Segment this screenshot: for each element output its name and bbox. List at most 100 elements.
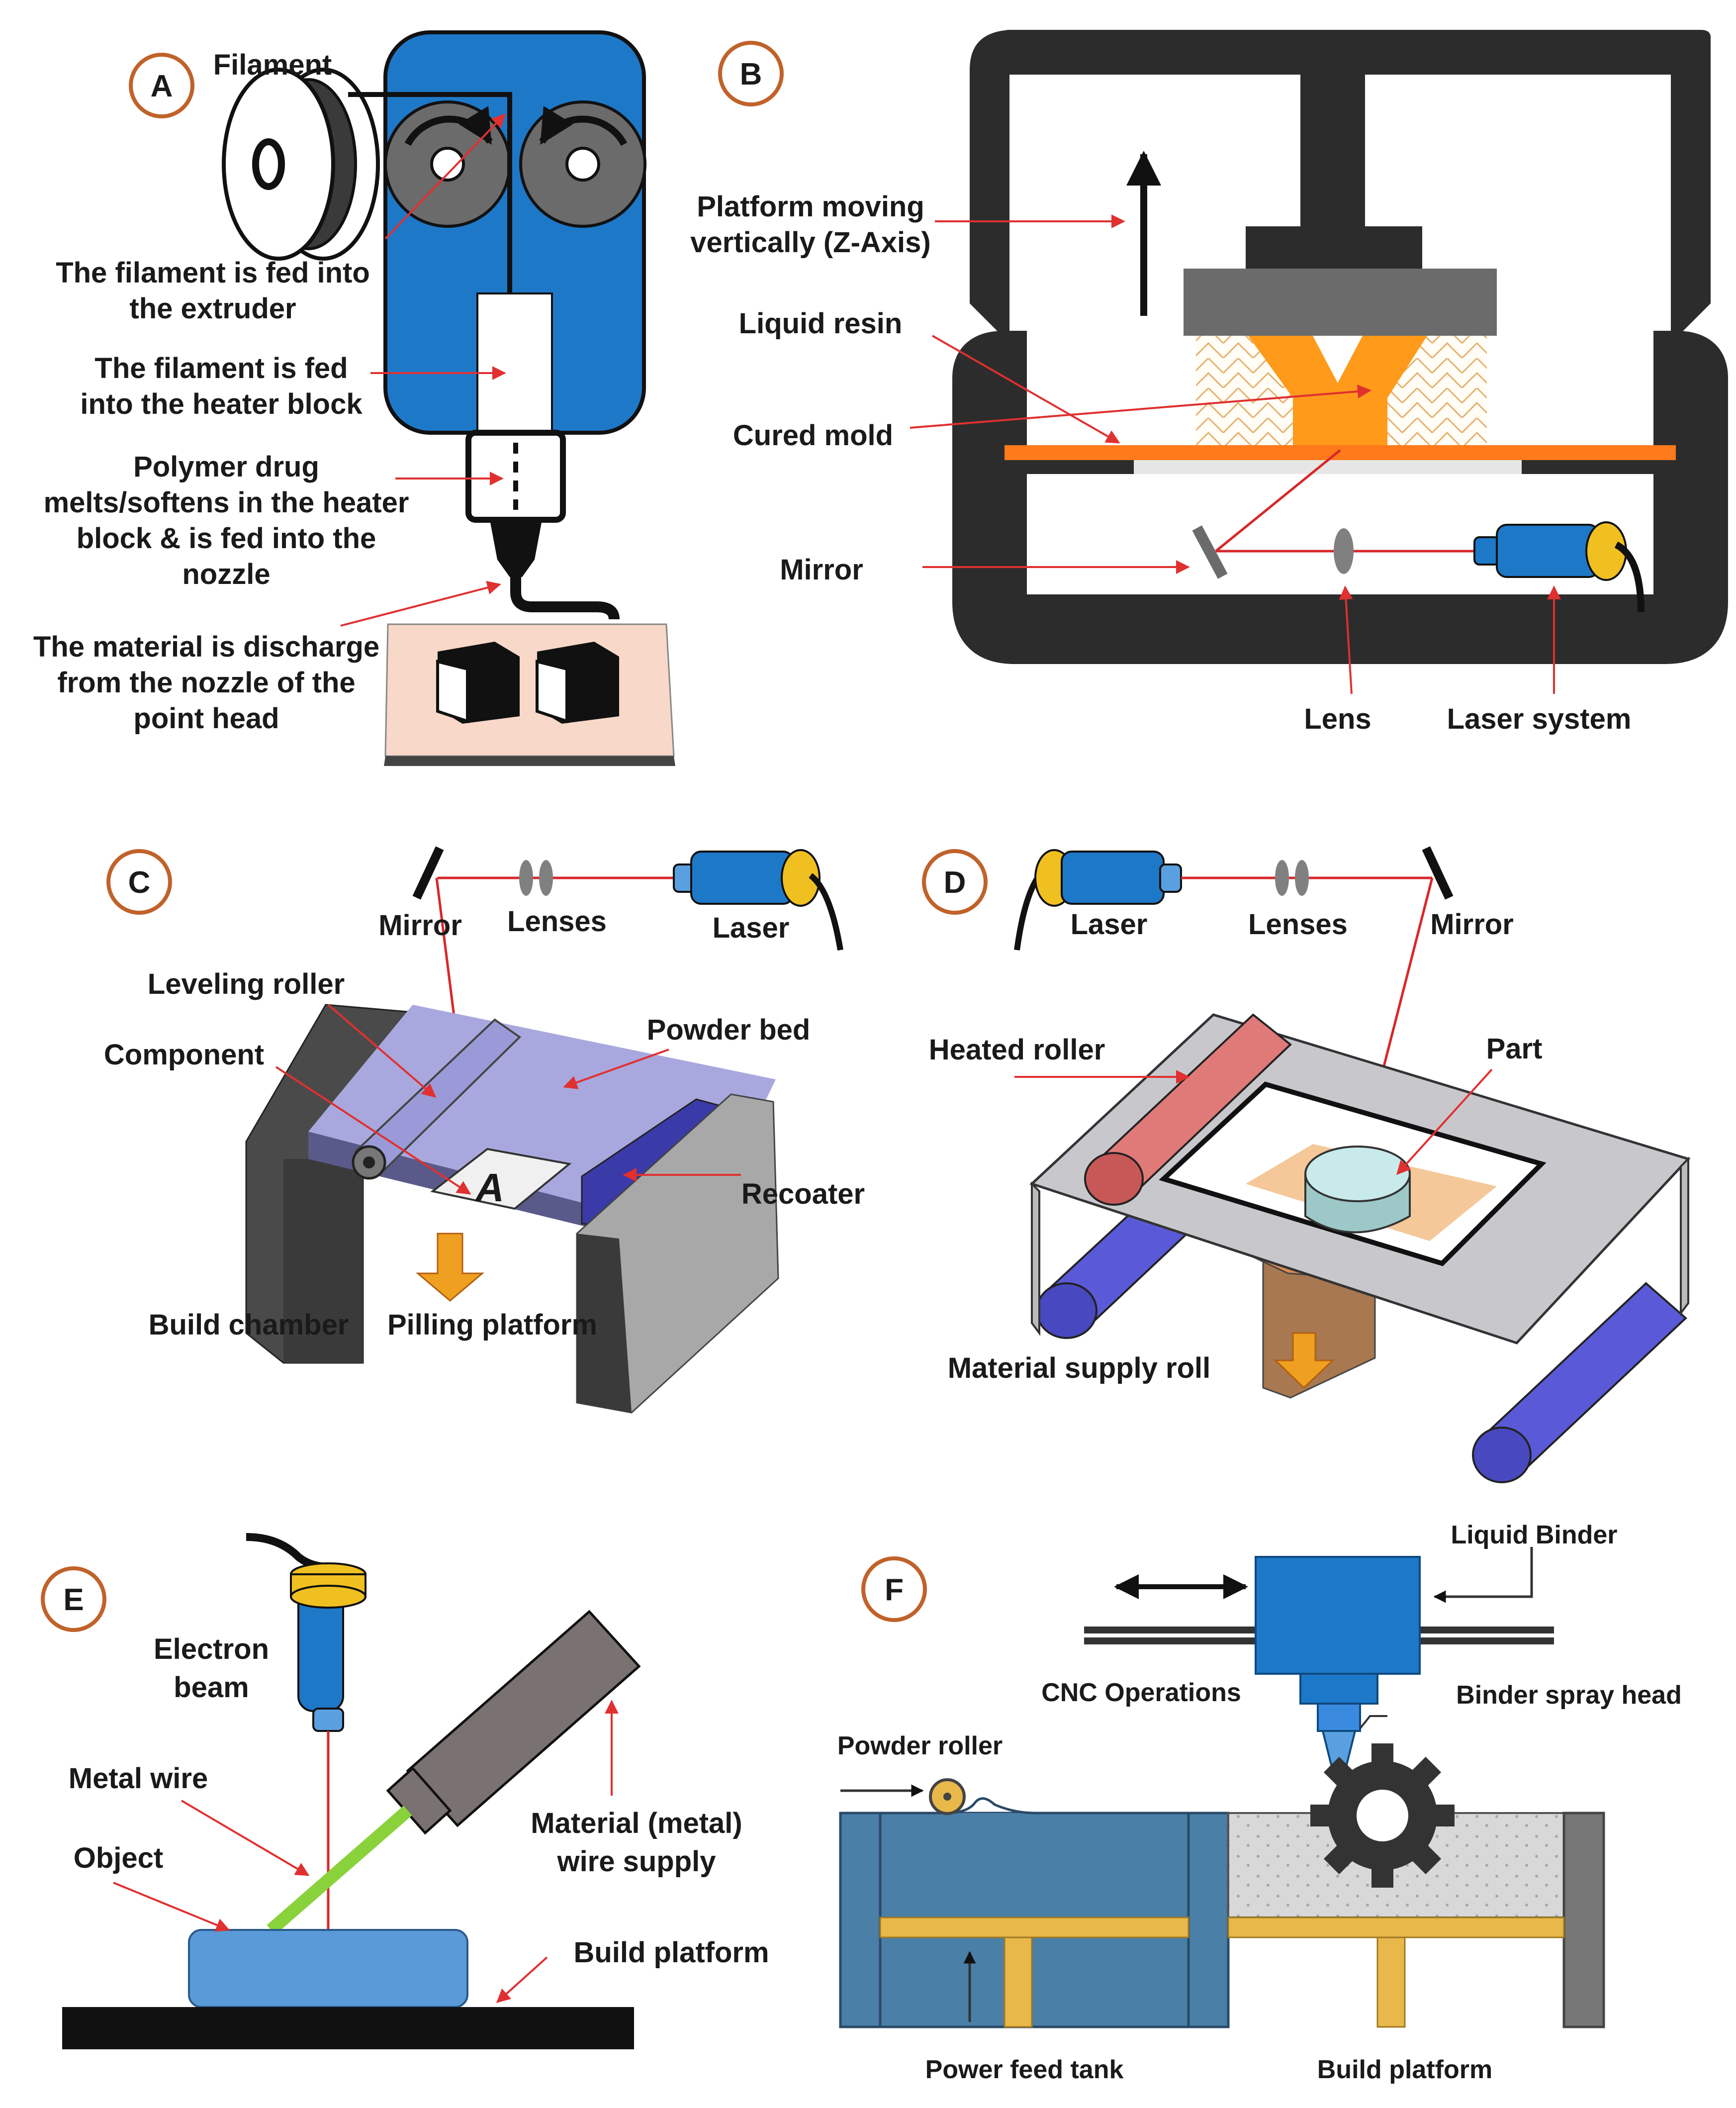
- label-cured-mold: Cured mold: [733, 419, 893, 452]
- label-fed-heater-1: The filament is fed: [94, 352, 348, 384]
- label-mirror-c: Mirror: [378, 909, 462, 942]
- badge-d-label: D: [944, 865, 966, 900]
- label-lenses-d: Lenses: [1248, 908, 1348, 941]
- label-pilling-platform: Pilling platform: [387, 1309, 597, 1341]
- printed-cube-2: [536, 642, 619, 724]
- label-polymer-3: block & is fed into the: [77, 522, 376, 555]
- label-laser-d: Laser: [1071, 908, 1148, 941]
- label-electron-beam-2: beam: [174, 1671, 249, 1704]
- badge-e: [41, 1566, 106, 1632]
- print-head: [1255, 1556, 1421, 1675]
- label-platform-2: vertically (Z-Axis): [690, 226, 931, 259]
- label-mirror-d: Mirror: [1430, 908, 1514, 941]
- label-platform-1: Platform moving: [697, 191, 924, 223]
- badge-f-label: F: [885, 1573, 904, 1607]
- feed-platform: [879, 1916, 1189, 1938]
- label-liquid-resin: Liquid resin: [739, 307, 903, 340]
- lens-b: [1334, 528, 1354, 574]
- build-platform-f: [1227, 1916, 1565, 1938]
- label-material-supply-2: wire supply: [556, 1845, 716, 1878]
- label-fed-extruder-1: The filament is fed into: [56, 257, 370, 289]
- lens-d-2: [1295, 860, 1309, 896]
- label-polymer-1: Polymer drug: [133, 451, 319, 483]
- label-build-platform-e: Build platform: [573, 1936, 769, 1969]
- pilling-platform-arrow: [415, 1233, 485, 1302]
- label-mirror-b: Mirror: [780, 554, 863, 586]
- mirror-c: [412, 846, 444, 900]
- label-build-chamber: Build chamber: [149, 1309, 349, 1341]
- piston-arrow: [1274, 1332, 1335, 1389]
- filament-spool: [222, 68, 380, 261]
- heater-channel: [476, 292, 553, 434]
- label-discharge-2: from the nozzle of the: [57, 667, 355, 699]
- label-discharge-1: The material is discharge: [33, 631, 379, 663]
- label-laser-system-b: Laser system: [1447, 703, 1632, 735]
- label-build-platform-f: Build platform: [1317, 2055, 1492, 2084]
- lens-c-2: [539, 860, 553, 896]
- label-powder-bed: Powder bed: [647, 1014, 811, 1046]
- label-polymer-2: melts/softens in the heater: [44, 486, 409, 519]
- nozzle: [490, 520, 542, 577]
- panel-e: E Electron beam Metal wire Object Materi…: [41, 1533, 769, 2049]
- panel-f: F: [837, 1521, 1682, 2084]
- build-platform-e: [62, 2007, 634, 2049]
- badge-e-label: E: [63, 1583, 84, 1617]
- label-fed-extruder-2: the extruder: [129, 292, 296, 325]
- lens-c-1: [519, 860, 533, 896]
- vat-window: [1134, 460, 1522, 474]
- object-e: [188, 1929, 468, 2008]
- lens-d-1: [1275, 860, 1289, 896]
- label-power-feed-tank: Power feed tank: [925, 2055, 1124, 2084]
- label-liquid-binder: Liquid Binder: [1451, 1521, 1617, 1549]
- metal-wire-line: [267, 1806, 412, 1935]
- cured-part: [1248, 336, 1427, 445]
- mirror-d: [1422, 846, 1454, 900]
- mirror-b: [1192, 525, 1228, 579]
- part-d: [1304, 1146, 1411, 1234]
- badge-b: [718, 41, 784, 106]
- badge-f: [861, 1556, 927, 1622]
- gear-part: [1310, 1743, 1455, 1888]
- label-fed-heater-2: into the heater block: [80, 388, 363, 420]
- label-heated-roller: Heated roller: [929, 1034, 1105, 1066]
- label-lens-b: Lens: [1304, 703, 1371, 735]
- label-filament: Filament: [213, 49, 332, 81]
- label-polymer-4: nozzle: [182, 558, 270, 590]
- label-material-supply-roll: Material supply roll: [948, 1352, 1211, 1384]
- platform-column: [1300, 30, 1365, 229]
- panel-c: C A Mirror Lenses: [104, 846, 865, 1414]
- component-letter: A: [474, 1165, 504, 1210]
- badge-c: [106, 849, 172, 915]
- label-discharge-3: point head: [133, 702, 279, 735]
- label-part: Part: [1486, 1033, 1543, 1065]
- laser-system-b: [1473, 521, 1645, 612]
- badge-c-label: C: [128, 865, 151, 900]
- label-object: Object: [74, 1842, 164, 1874]
- panel-a: A: [33, 30, 675, 766]
- laser-d: [1014, 849, 1182, 951]
- wire-supply: [386, 1610, 641, 1835]
- label-laser-c: Laser: [713, 912, 790, 944]
- panel-d: D: [922, 846, 1691, 1483]
- label-powder-roller: Powder roller: [837, 1731, 1003, 1760]
- label-cnc: CNC Operations: [1041, 1678, 1241, 1707]
- label-spray-head: Binder spray head: [1456, 1681, 1682, 1710]
- label-component: Component: [104, 1039, 264, 1071]
- badge-d: [922, 849, 988, 915]
- badge-a-label: A: [151, 69, 173, 103]
- resin-layer: [1005, 445, 1676, 460]
- label-electron-beam-1: Electron: [154, 1633, 269, 1665]
- label-metal-wire: Metal wire: [69, 1762, 208, 1795]
- platform-mount: [1246, 226, 1422, 271]
- panel-b: B: [690, 30, 1728, 735]
- printed-cube-1: [436, 642, 520, 724]
- build-platform-b: [1184, 269, 1497, 336]
- label-recoater: Recoater: [741, 1178, 865, 1210]
- electron-gun: [246, 1533, 366, 1732]
- laser-c: [673, 849, 843, 951]
- build-plate-a: [384, 623, 675, 757]
- badge-b-label: B: [740, 57, 762, 92]
- label-lenses-c: Lenses: [507, 905, 607, 938]
- badge-a: [129, 53, 194, 118]
